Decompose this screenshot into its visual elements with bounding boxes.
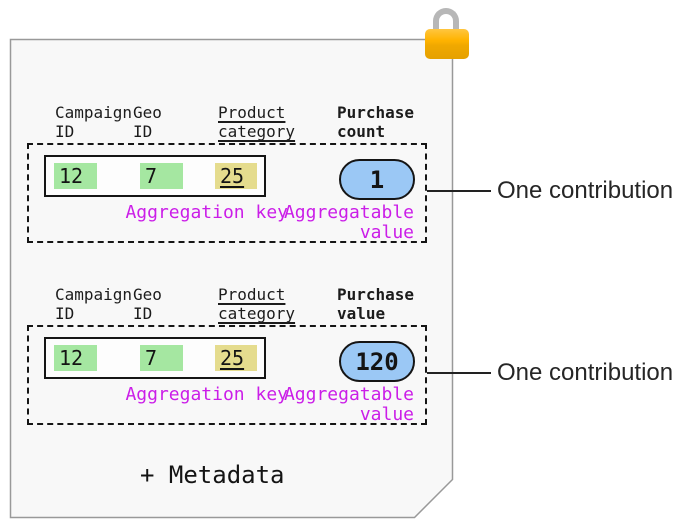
key-cell-campaign-id: 12 bbox=[54, 345, 97, 371]
callout-connector-line bbox=[427, 372, 491, 374]
key-cell-product-category: 25 bbox=[215, 163, 257, 189]
contribution-boundary bbox=[27, 143, 427, 243]
aggregation-key-label: Aggregation key bbox=[125, 384, 288, 405]
one-contribution-label: One contribution bbox=[497, 177, 674, 204]
contribution-section-value: Campaign ID Geo ID Product category Purc… bbox=[0, 285, 700, 455]
aggregatable-value-pill: 1 bbox=[339, 159, 415, 200]
column-header-purchase-value: Purchase value bbox=[337, 285, 415, 323]
contribution-boundary bbox=[27, 325, 427, 425]
aggregatable-value-label: Aggregatable value bbox=[283, 202, 414, 243]
callout-connector-line bbox=[427, 190, 491, 192]
aggregatable-value-label: Aggregatable value bbox=[283, 384, 414, 425]
column-header-campaign-id: Campaign ID bbox=[55, 103, 133, 141]
column-header-purchase-count: Purchase count bbox=[337, 103, 415, 141]
aggregation-key-label: Aggregation key bbox=[125, 202, 288, 223]
aggregatable-value-pill: 120 bbox=[339, 341, 415, 382]
column-header-campaign-id: Campaign ID bbox=[55, 285, 133, 323]
key-cell-campaign-id: 12 bbox=[54, 163, 97, 189]
column-header-geo-id: Geo ID bbox=[133, 285, 162, 323]
key-cell-product-category: 25 bbox=[215, 345, 257, 371]
lock-icon bbox=[425, 29, 469, 59]
column-header-product-category: Product category bbox=[218, 103, 296, 141]
one-contribution-label: One contribution bbox=[497, 359, 674, 386]
lock-shackle-icon bbox=[433, 8, 459, 40]
key-cell-geo-id: 7 bbox=[140, 163, 183, 189]
metadata-label: + Metadata bbox=[140, 461, 285, 489]
column-header-product-category: Product category bbox=[218, 285, 296, 323]
contribution-section-count: Campaign ID Geo ID Product category Purc… bbox=[0, 103, 700, 273]
key-cell-geo-id: 7 bbox=[140, 345, 183, 371]
column-header-geo-id: Geo ID bbox=[133, 103, 162, 141]
